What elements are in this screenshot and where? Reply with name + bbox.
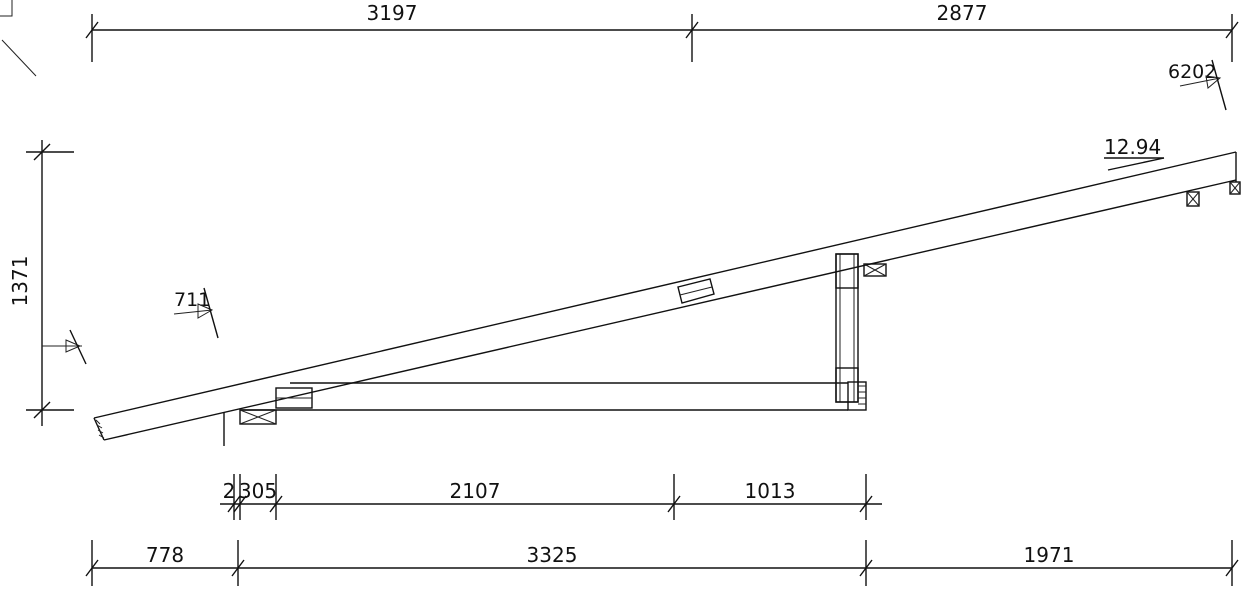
- dim-bot-3: 1971: [1024, 543, 1075, 567]
- dim-mid-3: 2107: [450, 479, 501, 503]
- support-right-2: [1229, 181, 1241, 195]
- rafter-block-left: [275, 387, 313, 409]
- bottom-dimension-line: [85, 540, 1239, 586]
- dim-mid-1: 2: [223, 479, 236, 503]
- support-right-1: [1186, 191, 1200, 207]
- right-mark-arrow: [1179, 59, 1227, 111]
- tie-beam: [240, 382, 848, 411]
- support-left: [223, 409, 277, 446]
- slope-arrow: [1104, 157, 1165, 171]
- dim-bot-1: 778: [146, 543, 184, 567]
- dim-top-2: 2877: [937, 1, 988, 25]
- dim-top-1: 3197: [367, 1, 418, 25]
- vertical-post: [835, 253, 867, 411]
- corner-fragment: [0, 0, 37, 77]
- dim-height: 1371: [8, 256, 32, 307]
- rafter-beam: [93, 151, 1237, 441]
- right-mark-label: 6202: [1168, 61, 1216, 83]
- rafter-block-middle: [677, 278, 715, 304]
- left-arrow-mark: [42, 329, 87, 365]
- dim-bot-2: 3325: [527, 543, 578, 567]
- support-post-top: [863, 263, 887, 277]
- dim-mid-2: 305: [239, 479, 277, 503]
- middle-dimension-line: [220, 474, 882, 520]
- left-mark-arrow: [173, 287, 219, 339]
- top-dimension-line: [85, 14, 1239, 62]
- slope-label: 12.94: [1104, 135, 1161, 159]
- height-dimension-line: [26, 140, 74, 426]
- dim-mid-4: 1013: [745, 479, 796, 503]
